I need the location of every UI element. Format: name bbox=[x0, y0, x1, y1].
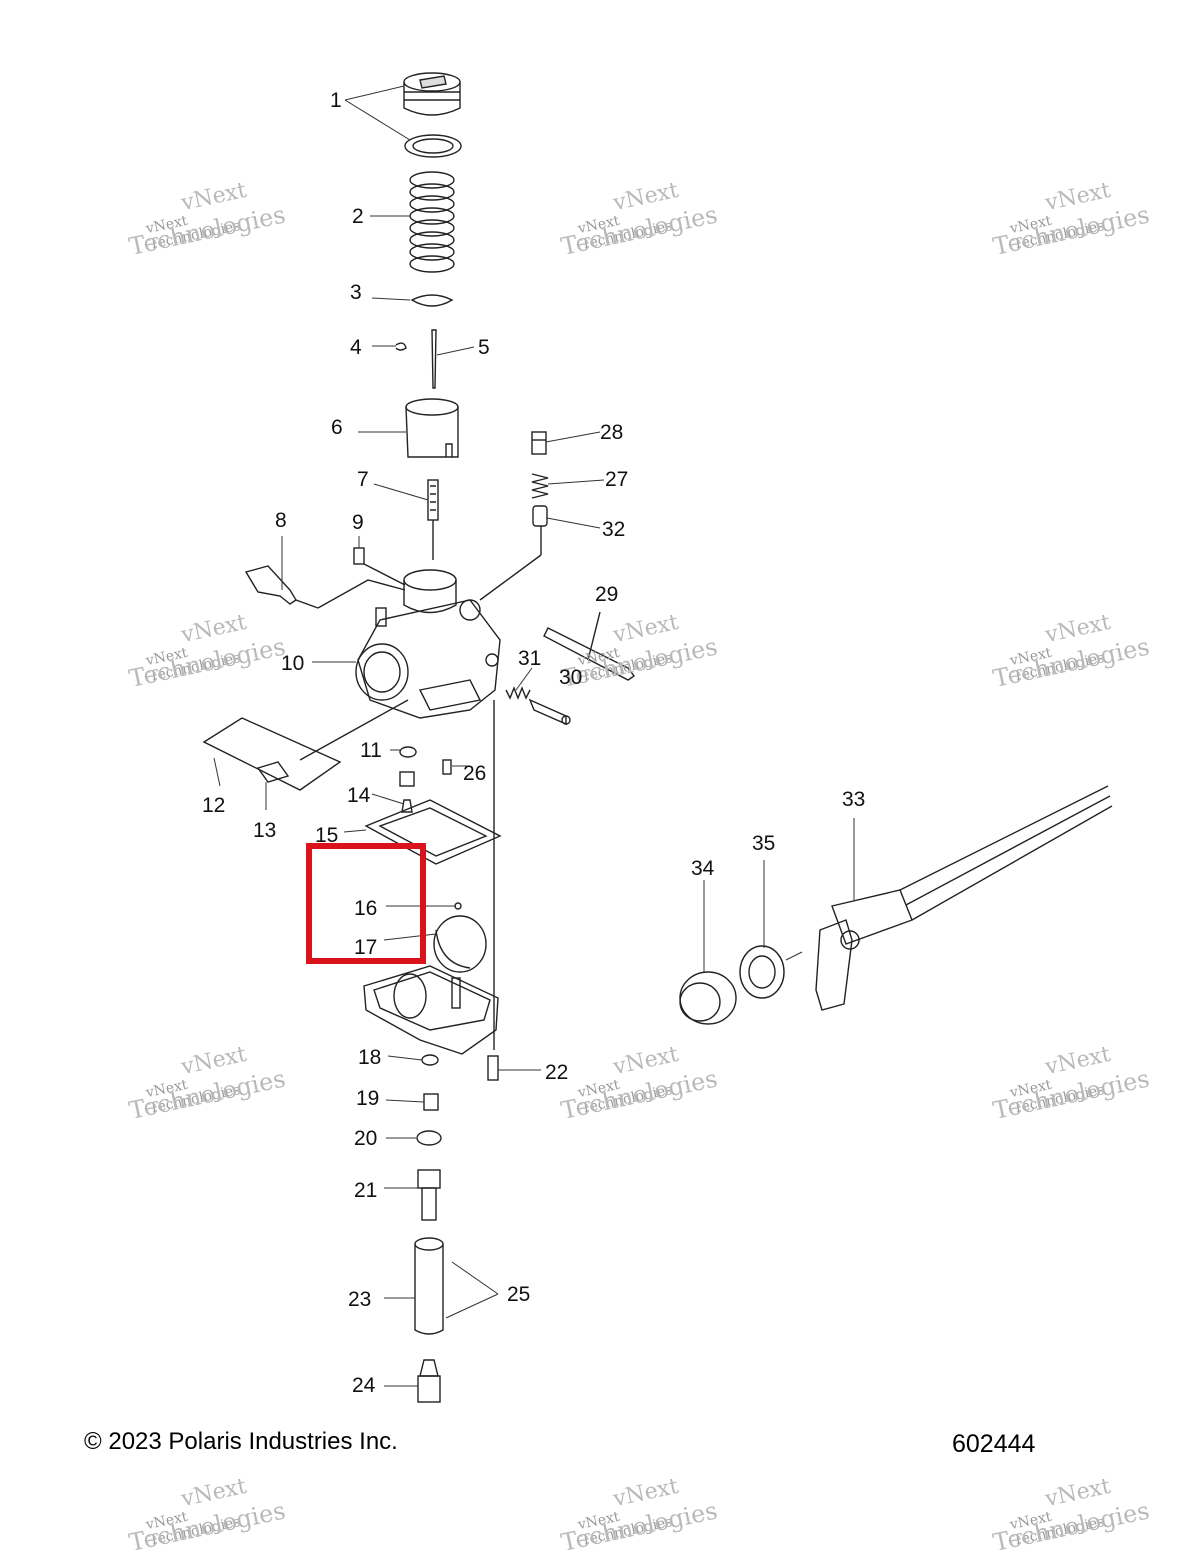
part-label-33: 33 bbox=[842, 788, 866, 811]
part-22-screw bbox=[487, 1055, 499, 1081]
part-label-1: 1 bbox=[330, 89, 342, 112]
part-float-bowl bbox=[363, 965, 499, 1055]
part-21-drain bbox=[417, 1169, 441, 1221]
part-label-31: 31 bbox=[518, 647, 542, 670]
part-label-28: 28 bbox=[600, 421, 624, 444]
part-4-clip bbox=[395, 342, 407, 351]
part-label-17: 17 bbox=[354, 936, 378, 959]
part-label-25: 25 bbox=[507, 1283, 531, 1306]
part-label-19: 19 bbox=[356, 1087, 380, 1110]
part-label-26: 26 bbox=[463, 762, 487, 785]
part-label-10: 10 bbox=[281, 652, 305, 675]
part-label-3: 3 bbox=[350, 281, 362, 304]
highlight-box bbox=[306, 843, 426, 964]
part-label-24: 24 bbox=[352, 1374, 376, 1397]
part-label-6: 6 bbox=[331, 416, 343, 439]
part-label-21: 21 bbox=[354, 1179, 378, 1202]
part-7-jet bbox=[427, 479, 439, 560]
part-8-sensor bbox=[244, 565, 319, 609]
part-10-carb-body bbox=[355, 569, 501, 719]
part-label-4: 4 bbox=[350, 336, 362, 359]
part-label-29: 29 bbox=[595, 583, 619, 606]
copyright-text: © 2023 Polaris Industries Inc. bbox=[84, 1428, 398, 1455]
part-label-12: 12 bbox=[202, 794, 226, 817]
part-1-cap bbox=[403, 72, 462, 158]
part-label-34: 34 bbox=[691, 857, 715, 880]
part-label-5: 5 bbox=[478, 336, 490, 359]
part-27-spring bbox=[531, 473, 549, 499]
part-34-ring bbox=[679, 971, 737, 1025]
part-label-20: 20 bbox=[354, 1127, 378, 1150]
part-20-oring bbox=[416, 1130, 442, 1146]
part-label-35: 35 bbox=[752, 832, 776, 855]
part-label-9: 9 bbox=[352, 511, 364, 534]
part-30-screw bbox=[528, 698, 571, 726]
part-28-screw bbox=[531, 431, 547, 455]
part-label-8: 8 bbox=[275, 509, 287, 532]
part-26-screw bbox=[442, 759, 452, 775]
part-9-pin bbox=[353, 547, 365, 565]
part-6-slide bbox=[405, 398, 459, 458]
part-13-clip bbox=[256, 761, 290, 783]
part-33-lever bbox=[815, 785, 1113, 1011]
part-label-32: 32 bbox=[602, 518, 626, 541]
part-32-plunger bbox=[532, 505, 548, 527]
part-label-11: 11 bbox=[360, 739, 382, 762]
part-label-16: 16 bbox=[354, 897, 378, 920]
part-label-30: 30 bbox=[559, 666, 583, 689]
part-label-2: 2 bbox=[352, 205, 364, 228]
part-2-spring bbox=[409, 171, 455, 273]
part-5-needle bbox=[431, 329, 437, 389]
part-17-float bbox=[433, 915, 487, 973]
document-number: 602444 bbox=[952, 1430, 1036, 1458]
part-label-22: 22 bbox=[545, 1061, 569, 1084]
part-12-bracket bbox=[202, 717, 342, 791]
part-label-23: 23 bbox=[348, 1288, 372, 1311]
part-31-spring bbox=[505, 686, 531, 700]
part-29-rod bbox=[543, 627, 636, 681]
part-23-tube bbox=[414, 1237, 444, 1335]
part-label-18: 18 bbox=[358, 1046, 382, 1069]
part-label-13: 13 bbox=[253, 819, 277, 842]
part-label-7: 7 bbox=[357, 468, 369, 491]
part-11-washer bbox=[399, 746, 417, 758]
part-label-14: 14 bbox=[347, 784, 371, 807]
part-19-plug bbox=[423, 1093, 439, 1111]
part-24-fitting bbox=[417, 1359, 441, 1403]
part-14-jet bbox=[399, 771, 415, 813]
part-3-retainer bbox=[410, 294, 454, 307]
part-label-15: 15 bbox=[315, 824, 339, 847]
part-label-27: 27 bbox=[605, 468, 629, 491]
part-18-washer bbox=[421, 1054, 439, 1066]
part-15-gasket bbox=[364, 799, 502, 865]
part-35-washer bbox=[739, 945, 785, 999]
